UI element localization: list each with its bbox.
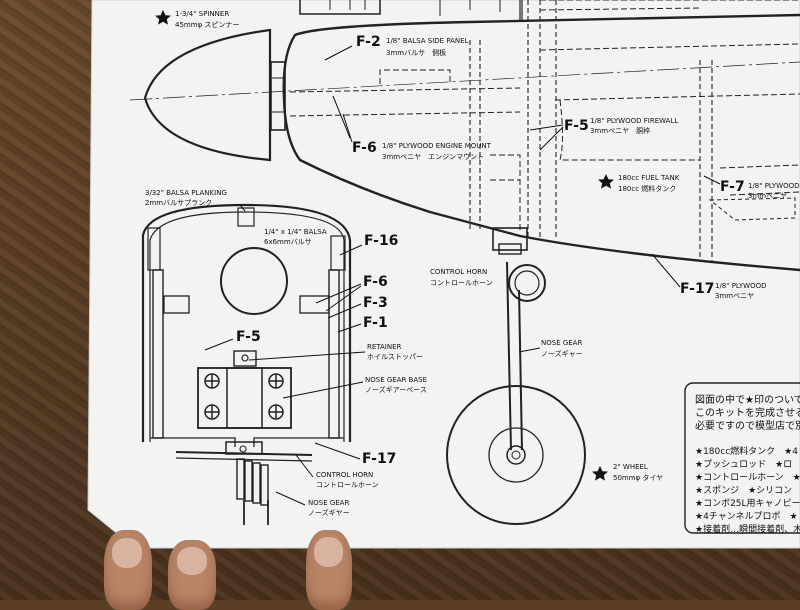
- star-icon: [155, 10, 171, 25]
- nose-gear-base-sub: ノーズギアーベース: [365, 385, 427, 394]
- f7-sub: 3mmベニヤ: [748, 192, 787, 200]
- f6-sub: 3mmベニヤ エンジンマウント: [382, 153, 484, 161]
- f17-label: 1/8" PLYWOOD: [715, 282, 767, 290]
- balsa-strip-label: 1/4" x 1/4" BALSA: [264, 228, 327, 236]
- nose-gear-drawing: [492, 227, 546, 451]
- nose-gear-base-label: NOSE GEAR BASE: [365, 376, 427, 384]
- section-control-horn-sub: コントロールホーン: [316, 481, 379, 489]
- notes-item: ★コントロールホーン ★: [695, 472, 800, 483]
- planking-sub: 2mmバルサプランク: [145, 199, 212, 207]
- notes-item: ★スポンジ ★シリコン: [695, 485, 792, 496]
- f6-label: 1/8" PLYWOOD ENGINE MOUNT: [382, 142, 492, 150]
- fuselage-side-view: [129, 0, 800, 272]
- fingernail: [314, 537, 343, 567]
- balsa-strip-sub: 6x6mmバルサ: [264, 238, 312, 246]
- nose-gear-sub: ノーズギャー: [541, 349, 583, 358]
- notes-item: ★180cc燃料タンク ★4: [695, 445, 798, 457]
- section-f6-id: F-6: [363, 274, 388, 290]
- notes-item: ★接着剤…瞬間接着剤、木: [695, 523, 800, 535]
- fuel-tank-label: 180cc FUEL TANK: [618, 174, 680, 182]
- notes-item: ★コンボ25L用キャノピー: [695, 498, 800, 509]
- star-icon: [598, 174, 614, 189]
- f5-sub: 3mmベニヤ 胴枠: [590, 126, 650, 135]
- notes-item: ★プッシュロッド ★ロ: [695, 459, 792, 470]
- wheel-label: 2" WHEEL: [613, 463, 648, 471]
- f6-id: F-6: [352, 140, 377, 156]
- notes-header-line: 必要ですので模型店で別に: [695, 419, 800, 432]
- paper-sheet: [87, 0, 800, 549]
- f1-id: F-1: [363, 315, 388, 331]
- planking-label: 3/32" BALSA PLANKING: [145, 189, 227, 197]
- notes-header-line: 図面の中で★印のついてい: [695, 393, 800, 406]
- fuel-tank-sub: 180cc 燃料タンク: [618, 184, 676, 193]
- spinner-sub: 45mmφ スピンナー: [175, 21, 239, 29]
- f7-label: 1/8" PLYWOOD: [748, 182, 800, 190]
- fingernail: [177, 547, 207, 575]
- section-f5-id: F-5: [236, 329, 261, 345]
- f5-label: 1/8" PLYWOOD FIREWALL: [590, 117, 678, 125]
- wheel-sub: 50mmφ タイヤ: [613, 473, 663, 482]
- section-f17-id: F-17: [362, 451, 396, 467]
- f7-id: F-7: [720, 179, 745, 195]
- f16-id: F-16: [364, 233, 398, 249]
- f17-id: F-17: [680, 281, 714, 297]
- leader-lines-section: [204, 204, 366, 506]
- wheel-drawing: [446, 385, 586, 525]
- f2-id: F-2: [356, 34, 381, 50]
- screw-icons: [204, 373, 284, 420]
- fingernail: [112, 538, 142, 568]
- fuselage-outline: [282, 13, 800, 272]
- star-icon: [592, 466, 608, 481]
- retainer-label: RETAINER: [367, 343, 402, 351]
- f2-label: 1/8" BALSA SIDE PANEL: [386, 37, 469, 45]
- nose-gear-label: NOSE GEAR: [541, 339, 582, 347]
- f5-id: F-5: [564, 118, 589, 134]
- f2-sub: 3mmバルサ 側板: [386, 48, 446, 57]
- notes-box: 図面の中で★印のついてい このキットを完成させるに 必要ですので模型店で別に ★…: [684, 382, 800, 535]
- section-nose-gear-sub: ノーズギヤー: [308, 508, 350, 517]
- section-nose-gear-label: NOSE GEAR: [308, 499, 349, 507]
- notes-header-line: このキットを完成させるに: [695, 406, 800, 419]
- section-control-horn-label: CONTROL HORN: [316, 471, 373, 479]
- control-horn-label: CONTROL HORN: [430, 268, 487, 276]
- spinner-label: 1-3/4" SPINNER: [175, 10, 229, 18]
- spinner-drawing: [143, 28, 272, 162]
- notes-item: ★4チャンネルプロポ ★: [695, 511, 798, 522]
- leader-lines-top: [324, 45, 721, 288]
- f3-id: F-3: [363, 295, 388, 311]
- f17-sub: 3mmベニヤ: [715, 292, 754, 300]
- control-horn-sub: コントロールホーン: [430, 279, 493, 287]
- retainer-sub: ホイルストッパー: [367, 353, 423, 361]
